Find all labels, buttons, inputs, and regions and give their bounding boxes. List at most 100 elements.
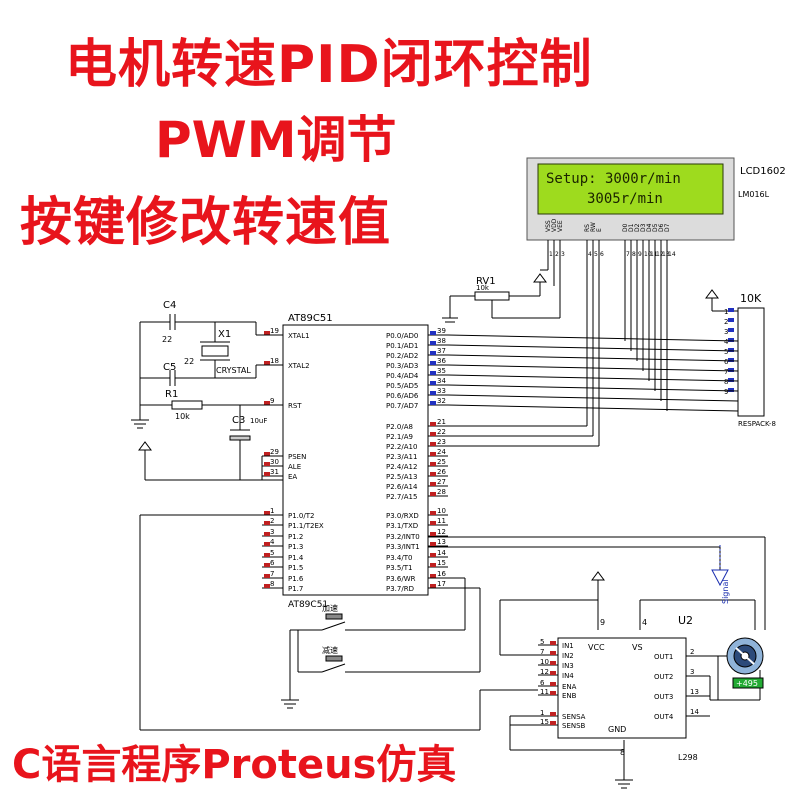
c3-value: 10uF xyxy=(250,417,267,425)
mcu-pin-marker xyxy=(430,442,436,446)
mcu-pin-label: P2.7/A15 xyxy=(386,493,417,501)
driver-gnd-label: GND xyxy=(608,725,626,734)
lcd-pin-number: 2 xyxy=(555,251,559,258)
c5-label: C5 xyxy=(163,362,176,373)
c4-value: 22 xyxy=(162,335,172,344)
driver-pin-marker xyxy=(550,712,556,716)
driver-pin-label: ENB xyxy=(562,692,577,700)
speed-buttons[interactable]: 加速 减速 xyxy=(281,577,481,709)
respack-label: 10K xyxy=(740,292,762,305)
driver-pin-marker xyxy=(550,641,556,645)
motor-readout: +495 xyxy=(736,679,758,688)
mcu-pin-number: 15 xyxy=(437,559,446,567)
mcu-at89c51[interactable]: AT89C51 AT89C51 19XTAL118XTAL29RST29PSEN… xyxy=(262,313,448,610)
dc-motor[interactable]: +495 xyxy=(726,637,764,689)
mcu-pin-marker xyxy=(264,563,270,567)
mcu-left-pins: 19XTAL118XTAL29RST29PSEN30ALE31EA1P1.0/T… xyxy=(262,327,324,593)
mcu-pin-number: 4 xyxy=(270,538,275,546)
mcu-pin-label: P2.6/A14 xyxy=(386,483,418,491)
driver-vcc-pin: 9 xyxy=(600,618,605,627)
respack-model: RESPACK-8 xyxy=(738,420,776,428)
r1-label: R1 xyxy=(165,389,178,400)
mcu-pin-number: 22 xyxy=(437,428,446,436)
mcu-pin-number: 5 xyxy=(270,549,274,557)
mcu-pin-marker xyxy=(430,521,436,525)
mcu-pin-number: 6 xyxy=(270,559,275,567)
lcd-pin-number: 6 xyxy=(600,251,604,258)
mcu-pin-number: 31 xyxy=(270,468,279,476)
driver-vs-label: VS xyxy=(632,643,643,652)
mcu-pin-label: XTAL1 xyxy=(288,332,310,340)
lcd-pin-label: D6 xyxy=(658,223,665,232)
driver-pin-number: 14 xyxy=(690,708,699,716)
mcu-pin-number: 39 xyxy=(437,327,446,335)
button-speed-down[interactable]: 减速 xyxy=(298,645,480,673)
driver-pin-label: OUT3 xyxy=(654,693,673,701)
mcu-pin-number: 17 xyxy=(437,580,446,588)
button-speed-up[interactable]: 加速 xyxy=(298,603,465,631)
mcu-pin-marker xyxy=(430,452,436,456)
footer-title: C语言程序Proteus仿真 xyxy=(12,742,457,788)
driver-pin-label: OUT4 xyxy=(654,713,674,721)
mcu-pin-number: 9 xyxy=(270,397,274,405)
rv1-value: 10k xyxy=(476,284,490,292)
respack-pin-marker xyxy=(728,358,734,362)
respack-pin-marker xyxy=(728,368,734,372)
mcu-pin-marker xyxy=(264,542,270,546)
mcu-pin-number: 25 xyxy=(437,458,446,466)
respack-pin-marker xyxy=(728,318,734,322)
driver-pin-number: 10 xyxy=(540,658,549,666)
mcu-pin-number: 21 xyxy=(437,418,446,426)
mcu-pin-number: 18 xyxy=(270,357,279,365)
driver-pin-marker xyxy=(550,651,556,655)
lcd-pin-number: 9 xyxy=(638,251,642,258)
mcu-pin-label: P0.2/AD2 xyxy=(386,352,418,360)
mcu-pin-label: P3.0/RXD xyxy=(386,512,419,520)
mcu-pin-marker xyxy=(430,351,436,355)
mcu-pin-label: P2.2/A10 xyxy=(386,443,417,451)
mcu-pin-number: 19 xyxy=(270,327,279,335)
mcu-pin-label: P0.0/AD0 xyxy=(386,332,418,340)
oscillator-circuit[interactable]: C4 22 X1 CRYSTAL C5 22 xyxy=(131,300,283,481)
mcu-pin-label: P1.5 xyxy=(288,564,303,572)
mcu-pin-marker xyxy=(264,361,270,365)
mcu-pin-marker xyxy=(264,401,270,405)
lcd-pin-label: D5 xyxy=(652,223,659,232)
lcd-pin-label: VEE xyxy=(557,220,564,232)
lcd-screen xyxy=(537,163,724,215)
mcu-pin-label: P3.2/INT0 xyxy=(386,533,420,541)
mcu-pin-number: 26 xyxy=(437,468,446,476)
x1-value: CRYSTAL xyxy=(216,366,251,375)
respack-pin-number: 1 xyxy=(724,308,728,316)
driver-pin-marker xyxy=(550,682,556,686)
driver-pin-label: SENSA xyxy=(562,713,586,721)
mcu-pin-label: P3.5/T1 xyxy=(386,564,412,572)
mcu-pin-marker xyxy=(430,542,436,546)
mcu-pin-marker xyxy=(430,584,436,588)
mcu-pin-label: P1.1/T2EX xyxy=(288,522,324,530)
mcu-pin-label: P0.5/AD5 xyxy=(386,382,418,390)
mcu-pin-marker xyxy=(264,532,270,536)
mcu-pin-marker xyxy=(264,452,270,456)
driver-pin-number: 13 xyxy=(690,688,699,696)
lcd-pin-label: D0 xyxy=(622,223,629,232)
lcd-pin-label: VSS xyxy=(545,220,552,232)
lcd-pin-number: 10 xyxy=(644,251,652,258)
lcd-pin-label: RS xyxy=(584,224,591,232)
title-line-1: 电机转速PID闭环控制 xyxy=(65,35,593,95)
driver-pin-marker xyxy=(550,671,556,675)
mcu-pin-number: 7 xyxy=(270,570,274,578)
mcu-pin-number: 8 xyxy=(270,580,274,588)
mcu-pin-marker xyxy=(264,511,270,515)
mcu-pin-label: P1.7 xyxy=(288,585,303,593)
mcu-pin-number: 2 xyxy=(270,517,274,525)
lcd-pin-number: 1 xyxy=(549,251,553,258)
mcu-pin-marker xyxy=(430,361,436,365)
mcu-pin-label: P0.4/AD4 xyxy=(386,372,419,380)
potentiometer-rv1[interactable]: RV1 10k xyxy=(442,260,561,323)
lcd-module[interactable]: Setup: 3000r/min 3005r/min LCD1602 LM016… xyxy=(526,157,786,262)
mcu-pin-label: P2.5/A13 xyxy=(386,473,417,481)
